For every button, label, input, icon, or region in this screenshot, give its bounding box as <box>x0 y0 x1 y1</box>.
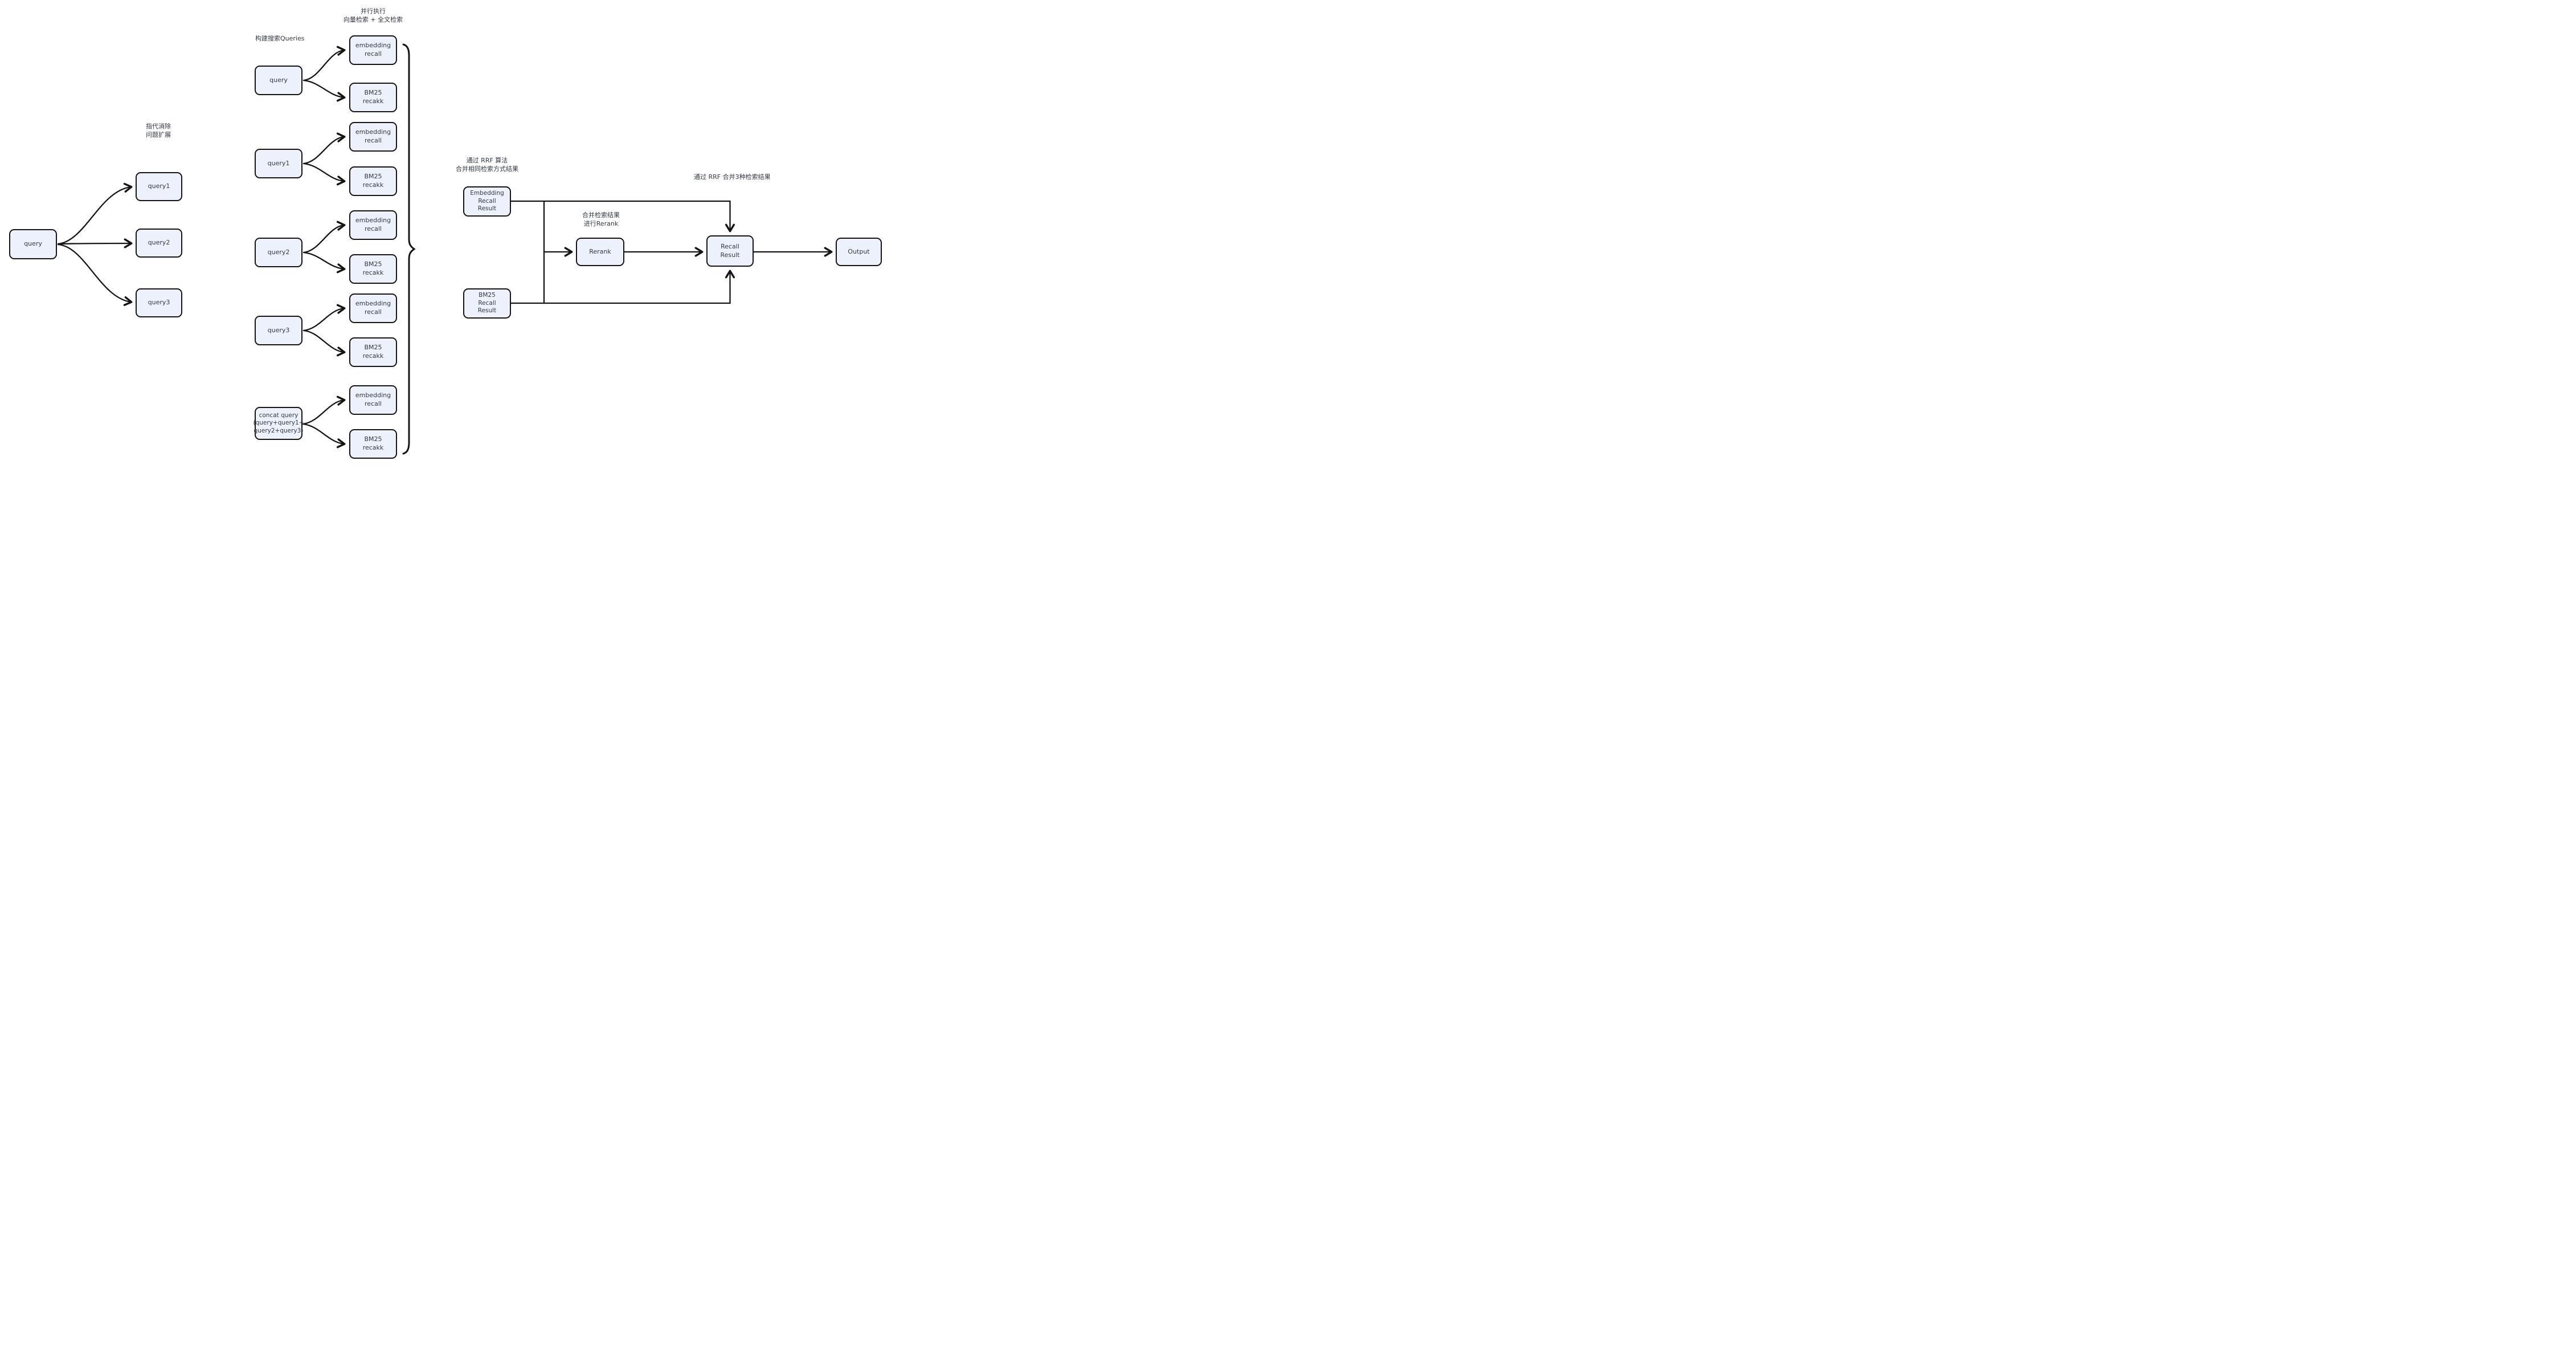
label-build-queries: 构建搜索Queries <box>255 35 305 42</box>
node-query2: query2 <box>136 229 182 258</box>
curly-brace <box>402 43 416 455</box>
edge-g2-bm25 <box>302 162 346 186</box>
edge-query-to-query3 <box>57 243 133 306</box>
edge-embedding-result-right <box>510 200 735 233</box>
node-g1-embedding-recall: embedding recall <box>349 35 397 65</box>
connector-layer <box>57 43 833 455</box>
flowchart-canvas: 指代消除 问题扩展 query query1 query2 query3 构建搜… <box>0 0 893 470</box>
edge-g4-embedding <box>302 304 346 332</box>
edge-g4-bm25 <box>302 329 346 357</box>
node-g5-bm25-recall: BM25 recakk <box>349 429 397 459</box>
node-g1-bm25-recall: BM25 recakk <box>349 83 397 112</box>
node-g5-embedding-recall: embedding recall <box>349 385 397 415</box>
node-g3-query: query2 <box>255 238 302 267</box>
edge-g1-embedding <box>302 46 346 81</box>
label-rrf-merge-same: 通过 RRF 算法 合并相同检索方式结果 <box>456 157 518 173</box>
edge-g3-bm25 <box>302 251 346 274</box>
node-rerank: Rerank <box>576 238 624 266</box>
node-g4-query: query3 <box>255 316 302 345</box>
node-g3-embedding-recall: embedding recall <box>349 210 397 240</box>
edge-g5-bm25 <box>302 423 346 448</box>
label-merge-rerank: 合并检索结果 进行Rerank <box>582 211 620 227</box>
node-query1: query1 <box>136 172 182 201</box>
node-g2-bm25-recall: BM25 recakk <box>349 166 397 196</box>
edge-g2-embedding <box>302 132 346 165</box>
label-rrf-merge-three: 通过 RRF 合并3种检索结果 <box>694 173 771 181</box>
edge-query-to-query1 <box>57 182 133 245</box>
node-bm25-recall-result: BM25 Recall Result <box>463 288 511 319</box>
edge-query-to-query2 <box>57 238 133 248</box>
label-parallel-exec: 并行执行 向量检索 + 全文检索 <box>343 7 403 23</box>
node-output: Output <box>836 238 882 266</box>
node-g4-embedding-recall: embedding recall <box>349 293 397 323</box>
node-g1-query: query <box>255 66 302 95</box>
edge-g5-embedding <box>302 395 346 425</box>
node-embedding-recall-result: Embedding Recall Result <box>463 186 511 217</box>
node-g2-embedding-recall: embedding recall <box>349 122 397 152</box>
label-coref-expansion: 指代消除 问题扩展 <box>146 123 171 138</box>
node-g4-bm25-recall: BM25 recakk <box>349 337 397 367</box>
edge-g3-embedding <box>302 221 346 254</box>
node-g3-bm25-recall: BM25 recakk <box>349 254 397 284</box>
edge-g1-bm25 <box>302 79 346 102</box>
node-query3: query3 <box>136 288 182 317</box>
node-query-root: query <box>9 229 57 259</box>
node-recall-result: Recall Result <box>706 235 754 267</box>
node-g5-concat-query: concat query (query+query1+ query2+query… <box>253 407 304 440</box>
node-g2-query: query1 <box>255 149 302 178</box>
edge-bm25-result-right <box>510 270 735 304</box>
